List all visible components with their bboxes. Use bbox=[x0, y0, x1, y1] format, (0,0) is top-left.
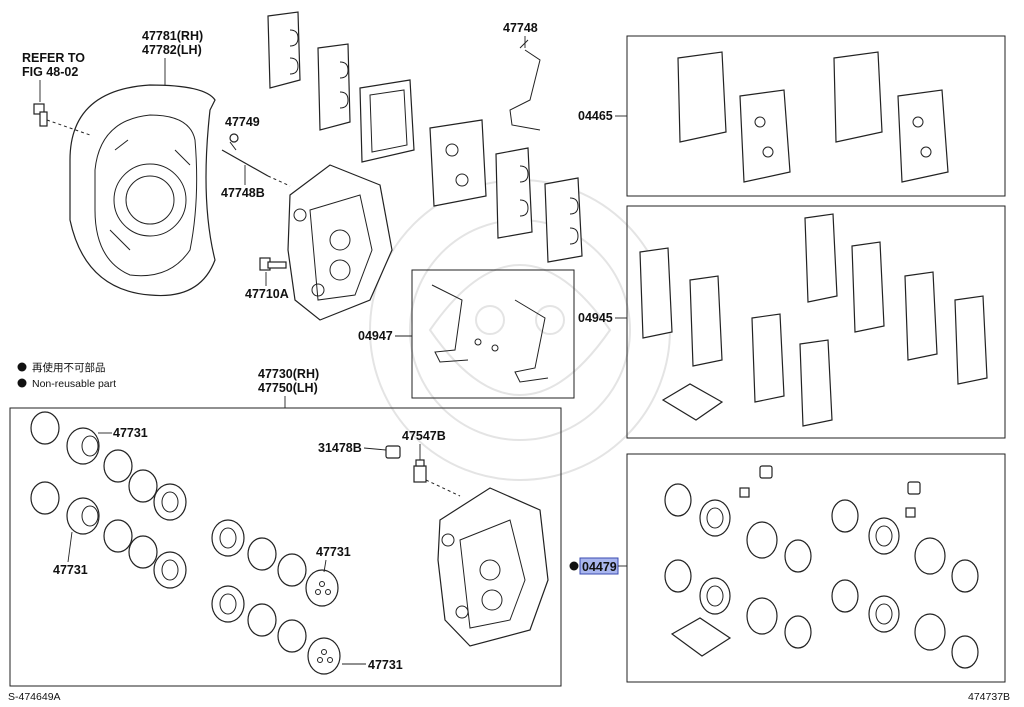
pin-47748b-label[interactable]: 47748B bbox=[221, 186, 265, 200]
cylinder-rh-label[interactable]: 47730(RH) bbox=[258, 367, 319, 381]
piston-label-2[interactable]: 47731 bbox=[53, 563, 88, 577]
refer-to-label[interactable]: REFER TO bbox=[22, 51, 85, 65]
refer-fig-label[interactable]: FIG 48-02 bbox=[22, 65, 78, 79]
pin-47749-part[interactable] bbox=[229, 133, 239, 151]
piston-label-1[interactable]: 47731 bbox=[113, 426, 148, 440]
dust-cover-lh-label[interactable]: 47782(LH) bbox=[142, 43, 202, 57]
piston-label-4[interactable]: 47731 bbox=[368, 658, 403, 672]
anti-squeal-shim-1[interactable] bbox=[267, 11, 301, 89]
dust-cover-part[interactable] bbox=[69, 84, 216, 297]
kit-04465-pads[interactable] bbox=[677, 51, 949, 183]
kit-04945-label[interactable]: 04945 bbox=[578, 311, 613, 325]
legend-en-text: Non-reusable part bbox=[32, 378, 116, 390]
anti-rattle-spring-part[interactable] bbox=[509, 39, 541, 131]
caliper-body-part[interactable] bbox=[437, 487, 549, 647]
refer-bolt[interactable] bbox=[33, 103, 91, 136]
bolt-47710a-label[interactable]: 47710A bbox=[245, 287, 289, 301]
figure-number-text: 474737B bbox=[968, 691, 1010, 703]
kit-04947-springs[interactable] bbox=[431, 284, 549, 383]
kit-04945-frame bbox=[626, 205, 1006, 439]
kit-04479-label[interactable]: 04479 bbox=[582, 560, 617, 574]
kit-04947-frame bbox=[411, 269, 575, 399]
bleeder-47547b-label[interactable]: 47547B bbox=[402, 429, 446, 443]
kit-04479-highlight[interactable]: 04479 bbox=[569, 557, 619, 575]
cylinder-assy-frame bbox=[9, 407, 562, 687]
bleeder-47547b-part[interactable] bbox=[413, 459, 461, 497]
brake-pad-2[interactable] bbox=[429, 119, 487, 207]
cylinder-lh-label[interactable]: 47750(LH) bbox=[258, 381, 318, 395]
kit-04479-frame bbox=[626, 453, 1006, 683]
kit-04479-seals[interactable] bbox=[664, 465, 979, 669]
bolt-47710a-part[interactable] bbox=[259, 257, 287, 271]
kit-04947-label[interactable]: 04947 bbox=[358, 329, 393, 343]
non-reusable-bullet-icon bbox=[569, 561, 579, 571]
cap-31478b-label[interactable]: 31478B bbox=[318, 441, 362, 455]
anti-squeal-shim-4[interactable] bbox=[544, 177, 583, 263]
brake-pad-1[interactable] bbox=[359, 79, 415, 163]
dust-cover-rh-label[interactable]: 47781(RH) bbox=[142, 29, 203, 43]
caliper-mount-part[interactable] bbox=[287, 164, 393, 321]
legend-jp-text: 再使用不可部品 bbox=[32, 361, 106, 374]
pin-47749-label[interactable]: 47749 bbox=[225, 115, 260, 129]
piston-label-3[interactable]: 47731 bbox=[316, 545, 351, 559]
kit-04465-label[interactable]: 04465 bbox=[578, 109, 613, 123]
diagram-id-text: S-474649A bbox=[8, 691, 61, 703]
anti-squeal-shim-3[interactable] bbox=[495, 147, 533, 239]
pistons-and-seals[interactable] bbox=[30, 411, 341, 675]
anti-squeal-shim-2[interactable] bbox=[317, 43, 351, 131]
cap-31478b-part[interactable] bbox=[385, 445, 401, 459]
pin-47748b-part[interactable] bbox=[221, 149, 291, 187]
kit-04945-shims[interactable] bbox=[639, 213, 988, 427]
spring-47748-label[interactable]: 47748 bbox=[503, 21, 538, 35]
legend-bullet-icon-2 bbox=[17, 378, 27, 388]
legend-bullet-icon bbox=[17, 362, 27, 372]
